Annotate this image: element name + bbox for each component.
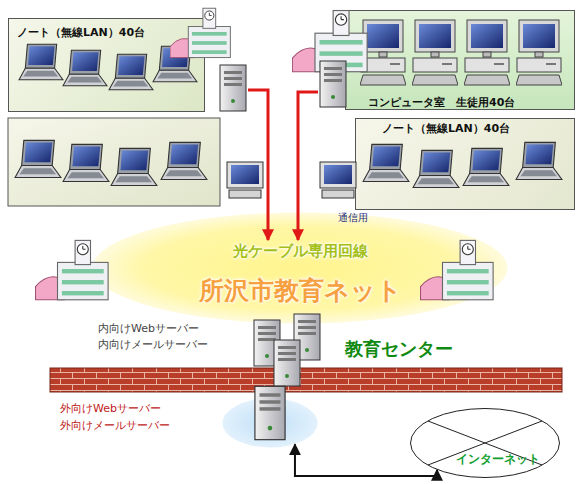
firewall-wall	[50, 368, 562, 392]
node-text: ノート（無線LAN）40台	[17, 26, 145, 39]
school-building	[36, 240, 109, 299]
laptop-icon	[15, 140, 61, 177]
laptop-icon	[19, 44, 63, 80]
internet-ellipse-outline	[411, 409, 560, 478]
laptop-icon	[363, 144, 409, 181]
laptop-icon	[161, 142, 207, 179]
school-server	[320, 61, 346, 107]
fiber-link-arrow	[298, 92, 318, 240]
laptop-icon	[63, 50, 107, 86]
node-text: インターネット	[456, 452, 540, 466]
laptop-icon	[413, 150, 459, 187]
fiber-link-arrow	[248, 90, 268, 240]
comm-terminal	[227, 162, 263, 198]
center-server	[274, 340, 300, 386]
network-ellipse-outline	[93, 213, 508, 324]
node-text: ノート（無線LAN）40台	[382, 122, 510, 135]
external-server	[255, 386, 285, 439]
internet-ellipse-shape	[410, 408, 560, 478]
terminal-label: 通信用	[338, 212, 368, 224]
desktop-pc	[464, 20, 510, 85]
school-server	[220, 65, 246, 111]
server-label: 内向けWebサーバー	[98, 322, 199, 335]
school-building	[170, 8, 230, 57]
desktop-pc	[412, 20, 458, 85]
school-building	[421, 240, 494, 299]
internet-ellipse: インターネット	[410, 408, 560, 478]
laptop-icon	[463, 148, 509, 185]
center-title: 教育センター	[345, 338, 453, 360]
laptop-icon	[516, 142, 562, 179]
server-label: 内向けメールサーバー	[98, 338, 208, 351]
desktop-pc	[516, 20, 562, 85]
node-text: 外向けWebサーバー	[60, 402, 161, 415]
laptop-icon	[111, 148, 157, 185]
comm-terminal	[320, 162, 356, 198]
laptop-room-box	[8, 118, 220, 206]
node-text: コンピュータ室 生徒用40台	[368, 96, 515, 109]
node-text: 光ケーブル専用回線	[92, 242, 508, 260]
node-text: 外向けメールサーバー	[60, 419, 170, 432]
link-arrow	[295, 444, 437, 476]
laptop-icon	[109, 54, 153, 90]
laptop-icon	[63, 144, 109, 181]
